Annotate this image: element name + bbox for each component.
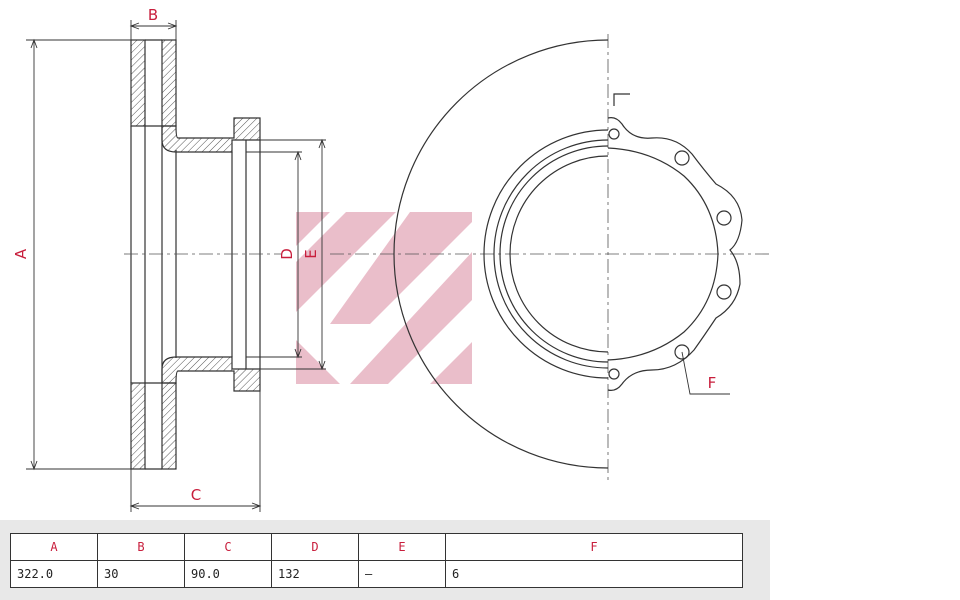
spec-value-row: 322.0 30 90.0 132 – 6 xyxy=(10,560,743,588)
spec-header-f: F xyxy=(445,533,743,561)
spec-table: A B C D E F 322.0 30 90.0 132 – 6 xyxy=(10,533,743,588)
side-section-view xyxy=(130,39,261,470)
brake-disc-drawing: A B C D E F xyxy=(12,6,772,512)
dimension-label-d: D xyxy=(278,248,296,260)
spec-header-d: D xyxy=(271,533,359,561)
spec-value-e: – xyxy=(358,560,446,588)
dimension-label-b: B xyxy=(148,6,158,24)
spec-header-a: A xyxy=(10,533,98,561)
dimension-label-a: A xyxy=(12,248,30,259)
spec-header-e: E xyxy=(358,533,446,561)
spec-header-c: C xyxy=(184,533,272,561)
dimension-label-e: E xyxy=(302,249,320,258)
center-lines xyxy=(124,34,772,480)
spec-header-b: B xyxy=(97,533,185,561)
dimension-lines xyxy=(26,20,730,512)
spec-value-d: 132 xyxy=(271,560,359,588)
watermark-logo xyxy=(296,212,472,384)
dimension-label-f: F xyxy=(708,374,717,392)
front-view xyxy=(393,39,743,469)
spec-header-row: A B C D E F xyxy=(10,533,743,561)
dimension-label-c: C xyxy=(191,486,201,504)
spec-value-a: 322.0 xyxy=(10,560,98,588)
spec-value-b: 30 xyxy=(97,560,185,588)
spec-value-f: 6 xyxy=(445,560,743,588)
spec-value-c: 90.0 xyxy=(184,560,272,588)
